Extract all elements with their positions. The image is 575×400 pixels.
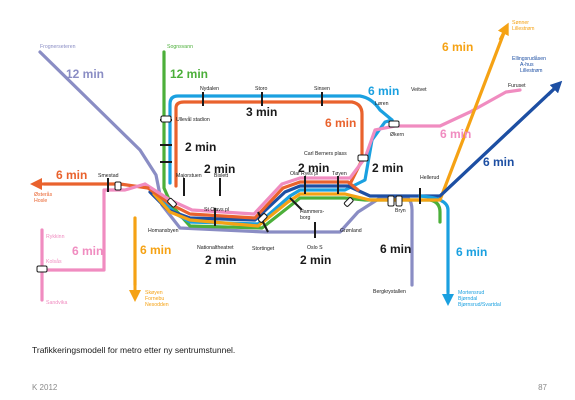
label-smestad: Smestad [98, 173, 119, 179]
label-okern: Økern [390, 132, 404, 138]
label-sonner-1: Sønner [512, 20, 529, 26]
station-tick-stortinget [257, 211, 269, 233]
label-furuset: Furuset [508, 83, 526, 89]
label-skoyen-1: Skøyen [145, 290, 163, 296]
line-dorange-ring [174, 100, 364, 188]
label-loren: Løren [375, 101, 389, 107]
label-bryn: Bryn [395, 208, 406, 214]
interchange-hellerud-2 [387, 195, 395, 207]
line-blue-mortensrud [418, 194, 450, 294]
label-nydalen: Nydalen [200, 86, 219, 92]
label-skoyen-2: Fornebu [145, 296, 164, 302]
headway-storo: 3 min [246, 105, 277, 119]
label-storo: Storo [255, 86, 268, 92]
interchange-okern [388, 120, 400, 128]
headway-sognsvann: 12 min [170, 67, 208, 81]
arrow-sonner [497, 22, 509, 41]
headway-ullevaal: 2 min [185, 140, 216, 154]
label-mortensrud-2: Bjørndal [458, 296, 477, 302]
label-sonner-2: Lillestrøm [512, 26, 534, 32]
label-rykkinn: Rykkinn [46, 234, 65, 240]
headway-sonner-6: 6 min [442, 40, 473, 54]
label-mortensrud-3: Bjørnsrud/Svartdal [458, 302, 501, 308]
interchange-gronland [343, 197, 354, 207]
line-orange-trunk [152, 192, 404, 228]
label-st-olavs: St Olavs pl [204, 207, 229, 213]
headway-frogner: 12 min [66, 67, 104, 81]
station-tick-hammersborg [289, 197, 303, 211]
headway-loren-6: 6 min [368, 84, 399, 98]
line-blue-ring [168, 94, 394, 185]
headway-hellerud-6: 6 min [483, 155, 514, 169]
label-bislett: Bislett [214, 173, 229, 179]
label-skoyen-3: Nesodden [145, 302, 169, 308]
label-ellingsrud-1: Ellingsrudåsen [512, 55, 546, 62]
footer-left: K 2012 [32, 383, 58, 392]
label-veitvet: Veitvet [411, 87, 427, 93]
interchange-kolsas [36, 265, 48, 273]
label-osteras-2: Hosle [34, 198, 47, 204]
headway-mortensrud-6: 6 min [456, 245, 487, 259]
interchange-ullevaal [160, 115, 172, 123]
label-sognsvann: Sognsvann [167, 44, 193, 50]
interchange-stortinget [257, 213, 268, 223]
label-ellingsrud-2: A-hus [520, 62, 534, 68]
headway-skoyen-6: 6 min [140, 243, 171, 257]
label-ellingsrud-3: Lillestrøm [520, 68, 542, 74]
label-sinsen: Sinsen [314, 86, 330, 92]
headway-carl-berner: 2 min [372, 161, 403, 175]
interchange-majorstuen [167, 197, 177, 208]
interchange-carl-berner [357, 154, 369, 162]
label-homansbyen: Homansbyen [148, 228, 179, 234]
headway-west-2a: 2 min [204, 162, 235, 176]
label-stortinget: Stortinget [252, 246, 275, 252]
label-osteras-1: Østerås [34, 191, 53, 198]
metro-network-diagram: Frognerseteren Sognsvann Nydalen Storo S… [30, 20, 563, 308]
headway-national-2: 2 min [205, 253, 236, 267]
label-kolsas: Kolsås [46, 258, 62, 265]
label-olaf-ryes: Olaf Ryes pl [290, 171, 318, 177]
headway-osteras-6: 6 min [56, 168, 87, 182]
headway-okern-6: 6 min [440, 127, 471, 141]
line-purple [38, 50, 414, 287]
label-hammersborg: Hammers- [300, 209, 324, 215]
page-number: 87 [538, 383, 547, 392]
label-nationaltheatret: Nationaltheatret [197, 245, 234, 251]
headway-oslo-s-2: 2 min [300, 253, 331, 267]
headway-kolsas-6: 6 min [72, 244, 103, 258]
headway-bryn-6: 6 min [380, 242, 411, 256]
label-bergkrystallen: Bergkrystallen [373, 289, 406, 295]
label-sandvika: Sandvika [46, 300, 67, 306]
interchange-bryn [395, 195, 403, 207]
arrow-ellingsrud [546, 80, 563, 97]
label-majorstuen: Majorstuen [176, 173, 202, 179]
interchange-smestad [114, 181, 122, 191]
label-ullevaal: Ullevål stadion [176, 116, 210, 123]
label-hellerud: Hellerud [420, 175, 439, 181]
line-dblue-east [438, 86, 557, 198]
headway-sinsen-6: 6 min [325, 116, 356, 130]
label-toyen: Tøyen [332, 171, 347, 177]
headway-center-2: 2 min [298, 161, 329, 175]
label-oslo-s: Oslo S [307, 245, 323, 251]
label-gronland: Grønland [340, 228, 362, 234]
line-pink-kolsas [40, 182, 147, 272]
line-pink-trunk [143, 88, 522, 216]
label-mortensrud-1: Mortensrud [458, 290, 484, 296]
line-orange-sonner [400, 28, 507, 202]
label-hammersborg-2: borg [300, 215, 310, 221]
label-frognerseteren: Frognerseteren [40, 44, 76, 50]
label-carl-berner: Carl Berners plass [304, 151, 347, 157]
figure-caption: Trafikkeringsmodell for metro etter ny s… [32, 345, 236, 355]
